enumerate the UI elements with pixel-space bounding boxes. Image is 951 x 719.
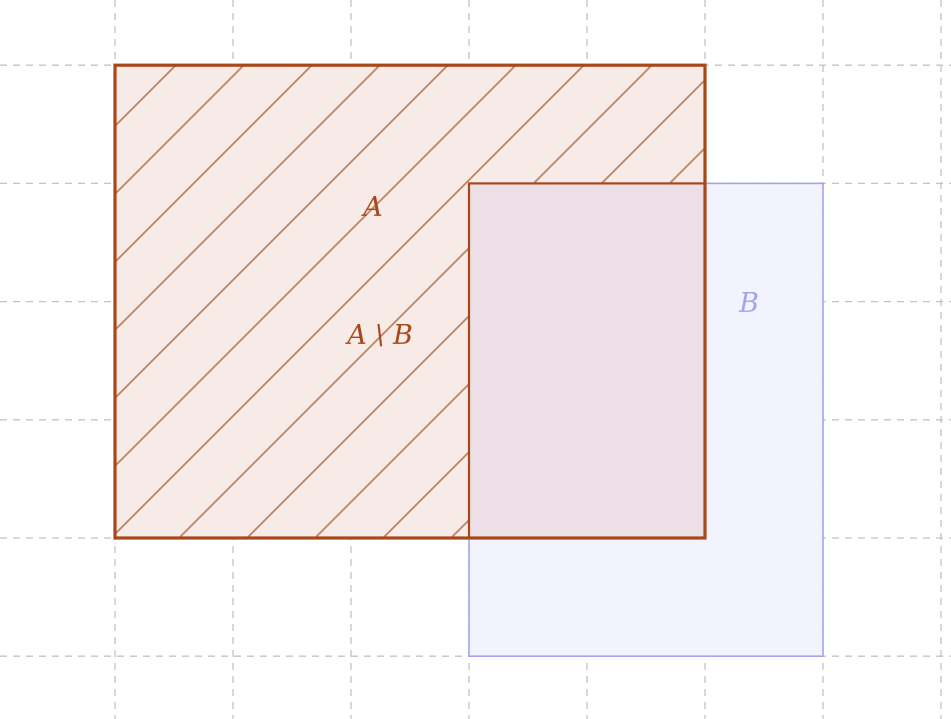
difference-label: A \ B xyxy=(344,320,413,351)
hatch-line xyxy=(115,65,401,538)
hatch-line xyxy=(115,65,537,538)
hatch-line xyxy=(839,45,951,558)
intersection-outline xyxy=(467,182,707,540)
set-a-label: A xyxy=(360,192,383,223)
intersection-region xyxy=(469,183,705,538)
hatch-line xyxy=(115,65,333,538)
set-b-label: B xyxy=(738,288,759,319)
hatch-line xyxy=(115,65,265,538)
hatch-line xyxy=(115,65,605,538)
hatch-line xyxy=(115,65,469,538)
hatch-line xyxy=(158,65,673,538)
